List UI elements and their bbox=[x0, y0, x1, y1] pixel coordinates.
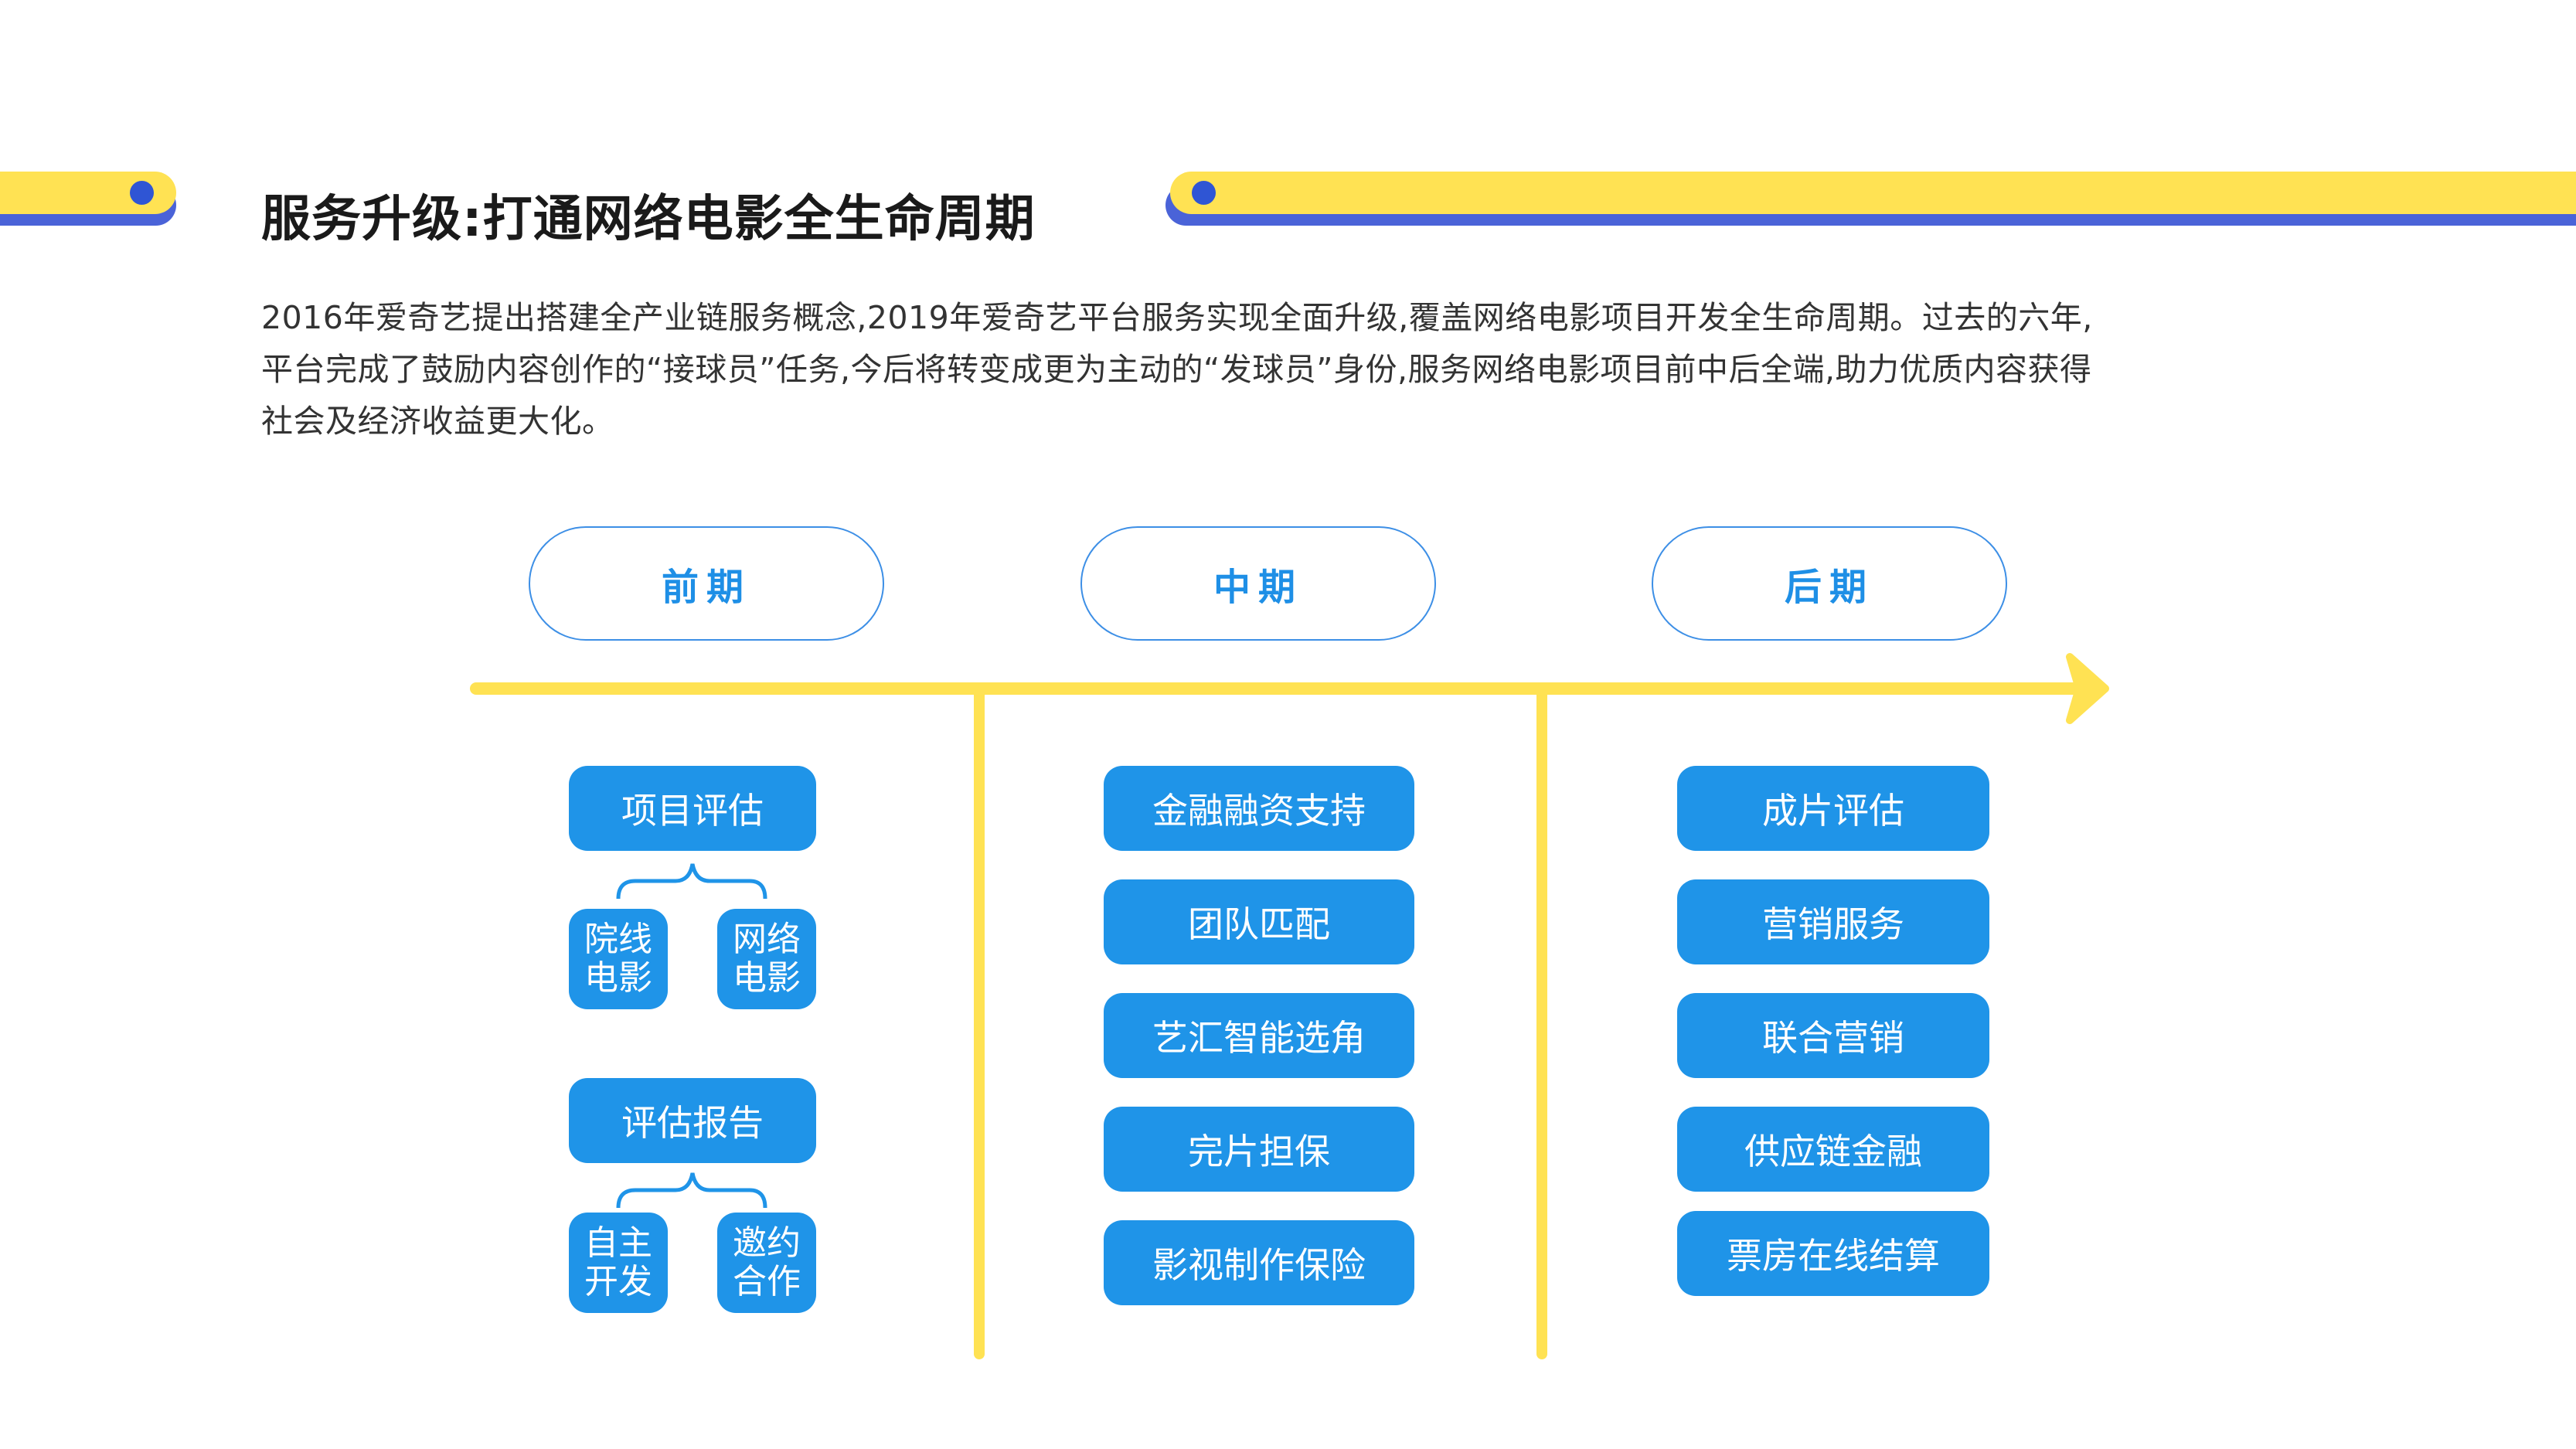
brace-icon bbox=[616, 1172, 767, 1209]
phase-middle: 中期 bbox=[1080, 526, 1436, 641]
item-supply-chain-finance: 供应链金融 bbox=[1677, 1107, 1989, 1192]
phase-late: 后期 bbox=[1652, 526, 2007, 641]
brace-icon bbox=[616, 863, 767, 900]
item-financing-support: 金融融资支持 bbox=[1104, 766, 1414, 851]
item-completion-bond: 完片担保 bbox=[1104, 1107, 1414, 1192]
phase-early: 前期 bbox=[529, 526, 884, 641]
item-evaluation-report: 评估报告 bbox=[569, 1078, 816, 1163]
header-decoration-right bbox=[1165, 172, 2576, 226]
header-decoration-left bbox=[0, 172, 176, 226]
item-online-film: 网络电影 bbox=[717, 909, 816, 1009]
item-smart-casting: 艺汇智能选角 bbox=[1104, 993, 1414, 1078]
item-joint-marketing: 联合营销 bbox=[1677, 993, 1989, 1078]
timeline-arrow-icon bbox=[2066, 653, 2109, 724]
intro-paragraph: 2016年爱奇艺提出搭建全产业链服务概念,2019年爱奇艺平台服务实现全面升级,… bbox=[261, 299, 2093, 440]
item-self-development: 自主开发 bbox=[569, 1213, 668, 1313]
item-production-insurance: 影视制作保险 bbox=[1104, 1220, 1414, 1305]
item-theatrical-film: 院线电影 bbox=[569, 909, 668, 1009]
phase-label: 前期 bbox=[661, 566, 751, 609]
item-team-matching: 团队匹配 bbox=[1104, 879, 1414, 964]
page-title: 服务升级:打通网络电影全生命周期 bbox=[261, 191, 1036, 248]
item-invited-cooperation: 邀约合作 bbox=[717, 1213, 816, 1313]
phase-label: 后期 bbox=[1784, 566, 1874, 609]
item-box-office-settlement: 票房在线结算 bbox=[1677, 1211, 1989, 1296]
dot-icon bbox=[130, 181, 154, 205]
item-marketing-service: 营销服务 bbox=[1677, 879, 1989, 964]
phase-label: 中期 bbox=[1213, 566, 1303, 609]
item-finished-film-evaluation: 成片评估 bbox=[1677, 766, 1989, 851]
item-project-evaluation: 项目评估 bbox=[569, 766, 816, 851]
dot-icon bbox=[1192, 181, 1216, 205]
